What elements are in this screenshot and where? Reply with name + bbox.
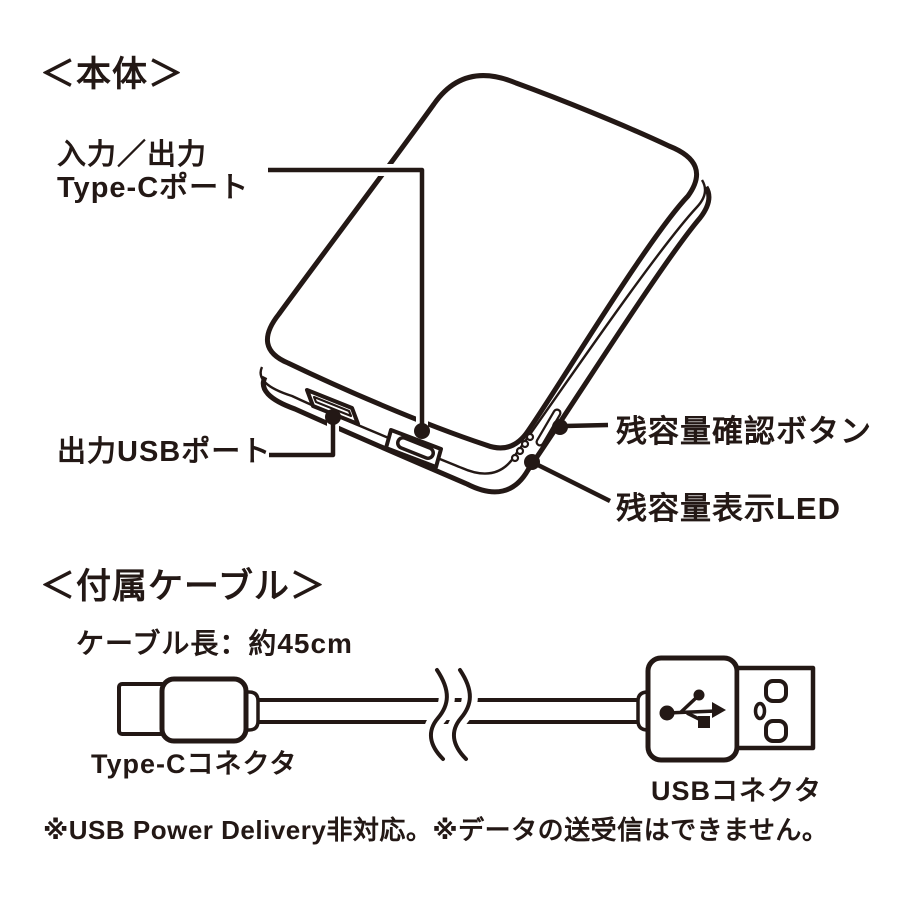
usb-plug-hole-bottom [764,719,788,743]
body-section-title: ＜本体＞ [40,55,185,94]
callout-usb-port [269,409,341,461]
typec-port-label-line1: 入力／出力 [57,139,208,171]
typec-port-graphic [384,428,443,469]
typec-connector-graphic [117,676,260,744]
typec-connector-label: Type-Cコネクタ [91,749,298,779]
device-seam-line [259,179,707,475]
typec-connector-body [159,676,249,744]
usb-port-graphic [305,388,360,426]
usb-trident-icon [659,689,726,728]
usb-plug-hole-middle [753,701,767,721]
typec-port-label-line2: Type-Cポート [57,172,250,204]
cable-illustration [117,655,816,767]
usb-port-label: 出力USBポート [57,436,272,468]
usb-plug-hole-top [764,679,788,703]
device-illustration [259,73,712,507]
typec-connector-tip [117,682,167,736]
cable-length-note: ケーブル長：約45cm [76,628,353,659]
battery-led-graphic [510,432,535,463]
typec-port-label: 入力／出力 Type-Cポート [57,139,249,205]
usb-connector-graphic [636,655,816,763]
led-label: 残容量表示LED [616,491,841,526]
check-button-label: 残容量確認ボタン [616,414,872,449]
callout-typec-port [268,164,430,439]
footer-disclaimer: ※USB Power Delivery非対応。※データの送受信はできません。 [43,815,829,845]
callout-check-button [552,419,609,435]
callout-led [524,454,613,507]
cable-section-title: ＜付属ケーブル＞ [40,567,326,606]
device-bottom-outline [261,185,712,495]
cable-break-mark [423,662,478,767]
usb-connector-label: USBコネクタ [651,776,822,806]
battery-check-button-graphic [535,408,562,447]
device-top-face [264,73,700,451]
